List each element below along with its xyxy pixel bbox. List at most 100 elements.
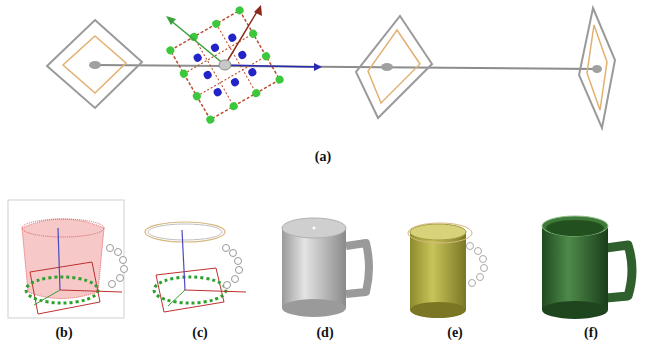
grid-frame — [202, 70, 213, 81]
grid-frame — [178, 68, 189, 79]
frame-1 — [47, 20, 142, 108]
axis-arrows — [166, 5, 322, 71]
grid-frame — [228, 101, 239, 112]
axis-arrows — [166, 16, 176, 25]
yellow-mug — [410, 232, 466, 310]
point-cloud-mug — [8, 200, 124, 318]
panel-label: (a) — [315, 150, 331, 164]
gray-mug — [313, 227, 316, 230]
green-mug — [606, 245, 632, 298]
axis-arrows — [314, 63, 322, 71]
panel-label: (f) — [584, 326, 598, 340]
grid-frame — [165, 5, 285, 125]
frame-1 — [47, 20, 142, 108]
gray-mug — [282, 299, 346, 317]
point-cloud-mug — [121, 266, 128, 273]
grid-frame — [191, 91, 202, 102]
grid-frame — [230, 77, 241, 88]
grid-frame — [247, 67, 258, 78]
grid-frame — [205, 114, 216, 125]
profile-curves — [168, 290, 185, 306]
grid-frame — [237, 50, 248, 61]
frame-3 — [356, 16, 432, 118]
point-cloud-mug — [22, 219, 104, 299]
grid-frame — [274, 74, 285, 85]
axis-arrows — [254, 5, 262, 16]
yellow-mug — [469, 280, 476, 287]
panel-label: (c) — [192, 326, 208, 340]
point-cloud-mug — [30, 262, 100, 314]
profile-curves — [230, 250, 237, 257]
profile-curves — [182, 230, 185, 290]
profile-curves — [224, 282, 231, 289]
profile-curves — [236, 267, 243, 274]
profile-curves — [235, 258, 242, 265]
frame-3 — [368, 30, 420, 103]
grid-frame — [170, 10, 279, 119]
panel-label: (e) — [447, 326, 463, 340]
yellow-mug — [408, 223, 472, 243]
green-mug — [546, 220, 604, 236]
profile-curves — [145, 222, 246, 312]
green-mug — [542, 216, 608, 236]
gray-mug — [282, 218, 346, 238]
point-cloud-mug — [107, 245, 114, 252]
profile-curves — [223, 245, 243, 289]
frame-4 — [592, 65, 602, 73]
point-cloud-mug — [22, 219, 104, 237]
gray-mug — [346, 243, 369, 294]
profile-curves — [148, 224, 222, 240]
yellow-mug — [467, 243, 474, 250]
panel-label: (b) — [55, 326, 72, 340]
point-cloud-mug — [8, 200, 128, 318]
grid-frame — [261, 51, 272, 62]
grid-frame — [211, 18, 222, 29]
profile-curves — [145, 222, 225, 242]
yellow-mug — [408, 223, 488, 318]
point-cloud-mug — [107, 245, 128, 288]
gray-mug — [282, 228, 346, 308]
grid-frame — [165, 5, 285, 125]
frame-1 — [63, 36, 126, 93]
point-cloud-mug — [34, 290, 60, 305]
axis-arrows — [225, 65, 316, 67]
grid-frame — [212, 87, 223, 98]
frame-1 — [89, 61, 101, 69]
profile-curves — [232, 276, 239, 283]
frame-3 — [356, 16, 432, 118]
axis-arrows — [170, 20, 225, 65]
green-mug — [542, 216, 632, 319]
yellow-mug — [410, 302, 466, 318]
frame-4 — [579, 8, 615, 128]
grid-frame — [192, 52, 203, 63]
yellow-mug — [475, 248, 482, 255]
axis-arrows — [219, 60, 231, 70]
profile-curves — [185, 290, 246, 292]
yellow-mug — [480, 256, 487, 263]
yellow-mug — [410, 224, 466, 240]
point-cloud-mug — [120, 257, 127, 264]
panel-label: (d) — [316, 326, 333, 340]
yellow-mug — [481, 265, 488, 272]
profile-curves — [223, 245, 230, 252]
pipeline-axis — [95, 65, 597, 69]
frame-4 — [587, 25, 607, 110]
point-cloud-mug — [115, 249, 122, 256]
grid-frame — [251, 88, 262, 99]
pipeline-axis — [95, 65, 597, 69]
green-mug — [542, 301, 608, 319]
grid-frame — [248, 28, 259, 39]
point-cloud-mug — [117, 275, 124, 282]
yellow-mug — [477, 274, 484, 281]
frame-4 — [579, 8, 615, 128]
axis-arrows — [225, 10, 258, 65]
green-mug — [542, 226, 608, 310]
point-cloud-mug — [58, 228, 60, 290]
gray-mug — [282, 218, 369, 317]
yellow-mug — [467, 243, 488, 287]
grid-frame — [234, 5, 245, 16]
grid-frame — [210, 42, 221, 53]
point-cloud-mug — [60, 290, 122, 292]
